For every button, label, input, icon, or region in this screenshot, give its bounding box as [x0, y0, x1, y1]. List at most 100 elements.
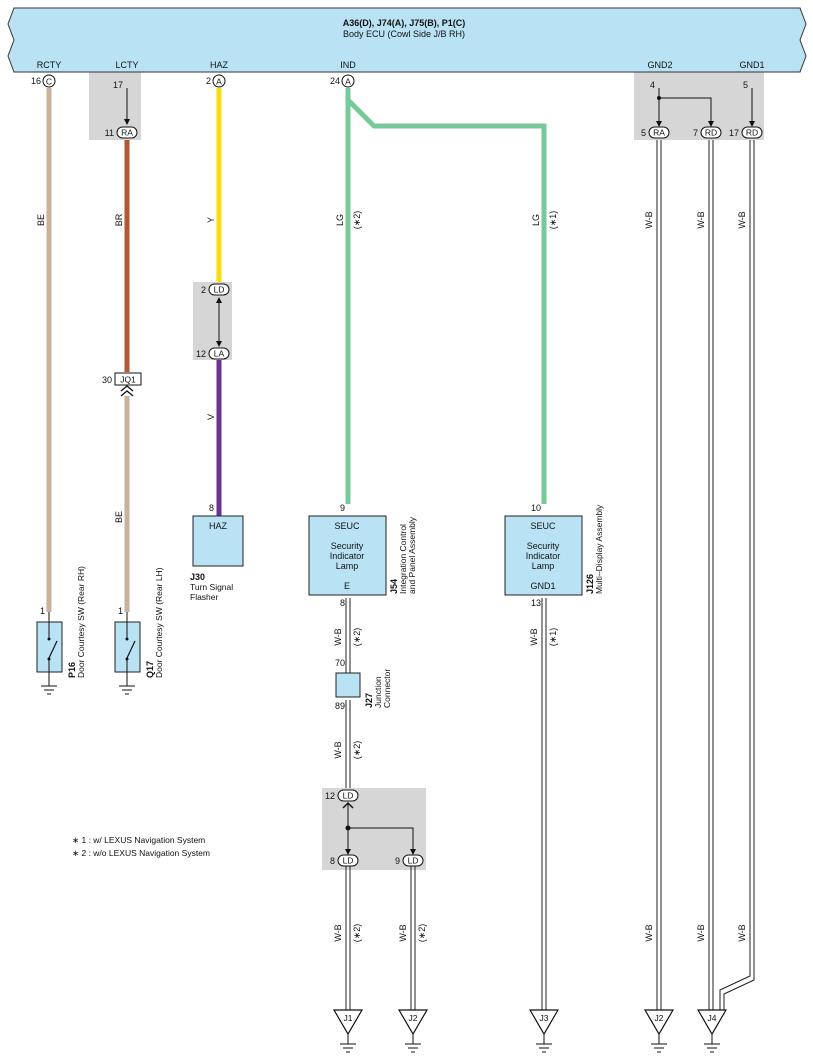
svg-text:RA: RA [653, 128, 665, 138]
svg-text:(∗2): (∗2) [352, 628, 362, 647]
svg-text:(∗2): (∗2) [352, 924, 362, 943]
svg-text:W-B: W-B [644, 211, 654, 228]
terminal-lcty: LCTY [115, 60, 138, 70]
svg-text:Security: Security [527, 541, 560, 551]
svg-text:LG: LG [335, 214, 345, 226]
svg-text:A: A [345, 77, 351, 87]
svg-text:J54: J54 [389, 579, 399, 594]
wire-labels: BE BR BE Y V LG (∗2) LG (∗1) W-B W-B W-B… [36, 211, 747, 943]
svg-text:J2: J2 [409, 1013, 418, 1023]
svg-text:W-B: W-B [737, 924, 747, 941]
svg-text:30: 30 [102, 375, 112, 385]
svg-text:A: A [216, 77, 222, 87]
svg-text:C: C [46, 77, 52, 87]
svg-text:8: 8 [330, 856, 335, 866]
svg-text:and Panel Assembly: and Panel Assembly [407, 516, 417, 594]
svg-text:W-B: W-B [398, 924, 408, 941]
component-q17-door-courtesy-sw: Q17 Door Courtesy SW (Rear LH) [114, 567, 164, 695]
splice-dot-gnd [657, 96, 661, 100]
pin-badge-labels: C A A RA RA RD RD LD LA LD LD LD JQ1 [46, 77, 758, 866]
terminal-rcty: RCTY [37, 60, 62, 70]
splice-dot-ld [345, 825, 351, 831]
note-2: ∗ 2 : w/o LEXUS Navigation System [72, 848, 210, 858]
svg-text:24: 24 [330, 76, 340, 86]
ground-j1: J1 [332, 1009, 364, 1053]
svg-text:GND1: GND1 [530, 581, 555, 591]
terminal-haz: HAZ [210, 60, 229, 70]
component-p16-door-courtesy-sw: P16 Door Courtesy SW (Rear RH) [36, 566, 86, 695]
svg-text:70: 70 [335, 658, 345, 668]
svg-text:LD: LD [408, 856, 419, 866]
ecu-name: Body ECU (Cowl Side J/B RH) [343, 29, 465, 39]
svg-text:5: 5 [743, 80, 748, 90]
svg-text:Flasher: Flasher [190, 592, 219, 602]
svg-text:(∗2): (∗2) [352, 741, 362, 760]
svg-text:Y: Y [206, 217, 216, 223]
jq1-chevron [120, 385, 134, 397]
svg-text:W-B: W-B [696, 924, 706, 941]
svg-text:(∗2): (∗2) [417, 924, 427, 943]
svg-text:(∗2): (∗2) [352, 211, 362, 230]
svg-text:J30: J30 [190, 572, 205, 582]
svg-text:Junction: Junction [373, 676, 383, 708]
svg-text:(∗1): (∗1) [548, 628, 558, 647]
svg-text:Door Courtesy SW (Rear LH): Door Courtesy SW (Rear LH) [154, 567, 164, 678]
svg-text:10: 10 [531, 503, 541, 513]
terminal-gnd2: GND2 [647, 60, 672, 70]
svg-text:Integration Control: Integration Control [398, 524, 408, 594]
wb-wires [345, 140, 755, 1010]
ecu-connectors: A36(D), J74(A), J75(B), P1(C) [343, 18, 466, 28]
svg-text:4: 4 [650, 80, 655, 90]
svg-text:JQ1: JQ1 [120, 375, 136, 385]
svg-text:Q17: Q17 [145, 661, 155, 678]
svg-text:17: 17 [729, 128, 739, 138]
terminal-gnd1: GND1 [739, 60, 764, 70]
svg-text:2: 2 [201, 285, 206, 295]
svg-text:RD: RD [746, 128, 758, 138]
svg-text:7: 7 [693, 128, 698, 138]
svg-text:BE: BE [36, 214, 46, 226]
component-j30-turn-signal-flasher: HAZ J30 Turn Signal Flasher [190, 515, 244, 602]
svg-text:13: 13 [531, 598, 541, 608]
svg-text:17: 17 [113, 80, 123, 90]
svg-text:W-B: W-B [644, 924, 654, 941]
terminal-ind: IND [340, 60, 356, 70]
wire-lg-j126 [346, 98, 547, 504]
svg-text:BR: BR [114, 213, 124, 226]
svg-text:V: V [206, 414, 216, 420]
svg-text:BE: BE [114, 511, 124, 523]
svg-text:RA: RA [121, 128, 133, 138]
svg-text:E: E [344, 581, 350, 591]
svg-text:HAZ: HAZ [209, 521, 228, 531]
pin-numbers: 16 17 11 2 24 4 5 5 7 17 2 12 30 8 9 10 … [31, 76, 748, 866]
svg-text:89: 89 [335, 701, 345, 711]
svg-text:LD: LD [343, 791, 354, 801]
svg-text:P16: P16 [67, 662, 77, 678]
svg-text:(∗1): (∗1) [548, 211, 558, 230]
ld12-chevron [342, 801, 354, 809]
svg-text:W-B: W-B [333, 741, 343, 758]
svg-text:1: 1 [40, 606, 45, 616]
ground-j3: J3 [528, 1009, 560, 1053]
ground-j4: J4 [696, 1009, 728, 1053]
svg-text:12: 12 [196, 349, 206, 359]
svg-text:Turn Signal: Turn Signal [190, 582, 233, 592]
svg-text:11: 11 [105, 128, 114, 138]
svg-text:1: 1 [118, 606, 123, 616]
component-j126-multi-display: SEUC Security Indicator Lamp GND1 J126 M… [504, 504, 604, 596]
svg-text:J4: J4 [708, 1013, 717, 1023]
svg-text:5: 5 [641, 128, 646, 138]
svg-text:W-B: W-B [333, 628, 343, 645]
svg-text:LD: LD [343, 856, 354, 866]
svg-text:Indicator: Indicator [526, 551, 561, 561]
svg-text:SEUC: SEUC [530, 521, 556, 531]
svg-text:Security: Security [331, 541, 364, 551]
svg-text:W-B: W-B [529, 628, 539, 645]
svg-text:Connector: Connector [382, 669, 392, 708]
svg-text:9: 9 [340, 503, 345, 513]
svg-text:J27: J27 [364, 693, 374, 708]
svg-text:J2: J2 [655, 1013, 664, 1023]
svg-text:J3: J3 [540, 1013, 549, 1023]
svg-text:9: 9 [395, 856, 400, 866]
svg-text:W-B: W-B [696, 211, 706, 228]
